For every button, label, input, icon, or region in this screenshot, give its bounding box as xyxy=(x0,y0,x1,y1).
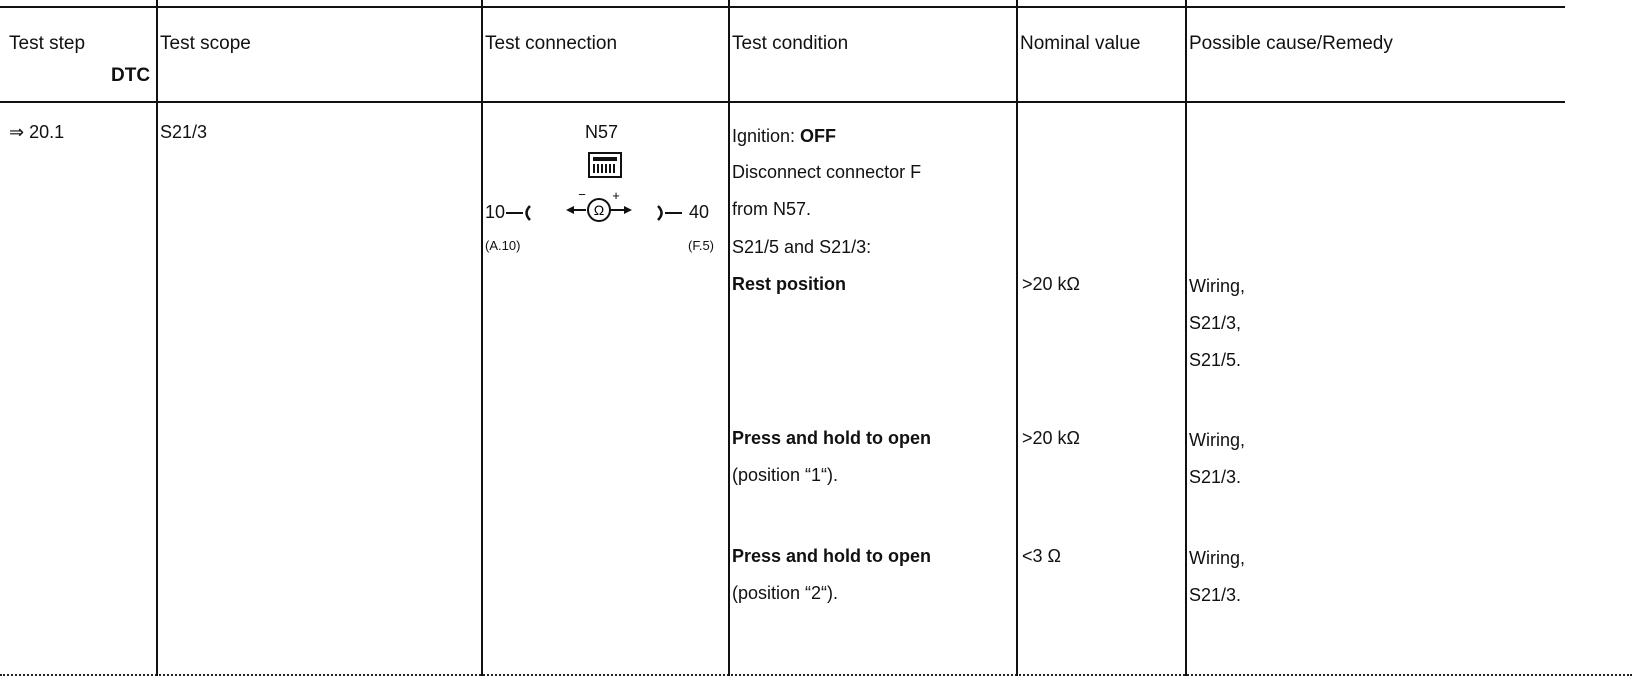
condition-note: (position “2“). xyxy=(732,583,839,603)
ohmmeter-symbol: Ω xyxy=(594,202,604,218)
ohmmeter-plus: + xyxy=(612,188,620,203)
header-possible-cause-remedy: Possible cause/Remedy xyxy=(1189,33,1393,54)
condition-note: (position “1“). xyxy=(732,465,839,485)
left-pin-reference: (A.10) xyxy=(485,238,521,253)
remedy-line: S21/3. xyxy=(1189,585,1242,605)
header-test-condition: Test condition xyxy=(732,33,849,54)
ignition-value: OFF xyxy=(800,126,837,146)
header-bottom-border xyxy=(0,101,1565,103)
column-divider xyxy=(156,0,158,676)
disconnect-instruction: Disconnect connector F xyxy=(732,162,922,182)
right-pin-reference: (F.5) xyxy=(688,238,714,253)
test-step-number: ⇒ 20.1 xyxy=(9,122,65,142)
condition-action: Press and hold to open xyxy=(732,546,932,566)
header-test-step: Test step xyxy=(9,33,86,54)
nominal-value: >20 kΩ xyxy=(1022,274,1080,294)
right-pin-number: 40 xyxy=(689,202,710,222)
module-label: N57 xyxy=(585,122,619,142)
column-divider xyxy=(1016,0,1018,676)
remedy-line: Wiring, xyxy=(1189,276,1246,296)
condition-action: Rest position xyxy=(732,274,847,294)
switches-label: S21/5 and S21/3: xyxy=(732,237,872,257)
right-probe-connector-icon xyxy=(657,205,682,221)
nominal-value: >20 kΩ xyxy=(1022,428,1080,448)
control-unit-icon xyxy=(588,152,622,178)
remedy-line: Wiring, xyxy=(1189,548,1246,568)
header-nominal-value: Nominal value xyxy=(1020,33,1141,54)
header-dtc: DTC xyxy=(111,65,151,86)
left-pin-number: 10 xyxy=(485,202,506,222)
ohmmeter-minus: − xyxy=(578,188,586,202)
test-scope-value: S21/3 xyxy=(160,122,208,142)
table-top-border xyxy=(0,6,1565,8)
left-probe-connector-icon xyxy=(506,205,531,221)
ohmmeter-icon: Ω − + xyxy=(566,188,632,222)
column-divider xyxy=(481,0,483,676)
header-test-scope: Test scope xyxy=(160,33,251,54)
table-bottom-dotted-border xyxy=(0,674,1632,676)
column-divider xyxy=(728,0,730,676)
header-test-connection: Test connection xyxy=(485,33,618,54)
nominal-value: <3 Ω xyxy=(1022,546,1061,566)
remedy-line: S21/3, xyxy=(1189,313,1242,333)
condition-action: Press and hold to open xyxy=(732,428,932,448)
remedy-line: Wiring, xyxy=(1189,430,1246,450)
remedy-line: S21/5. xyxy=(1189,350,1242,370)
ignition-condition: Ignition: OFF xyxy=(732,126,836,147)
remedy-line: S21/3. xyxy=(1189,467,1242,487)
column-divider xyxy=(1185,0,1187,676)
ignition-label: Ignition: xyxy=(732,126,801,146)
disconnect-instruction-cont: from N57. xyxy=(732,199,812,219)
